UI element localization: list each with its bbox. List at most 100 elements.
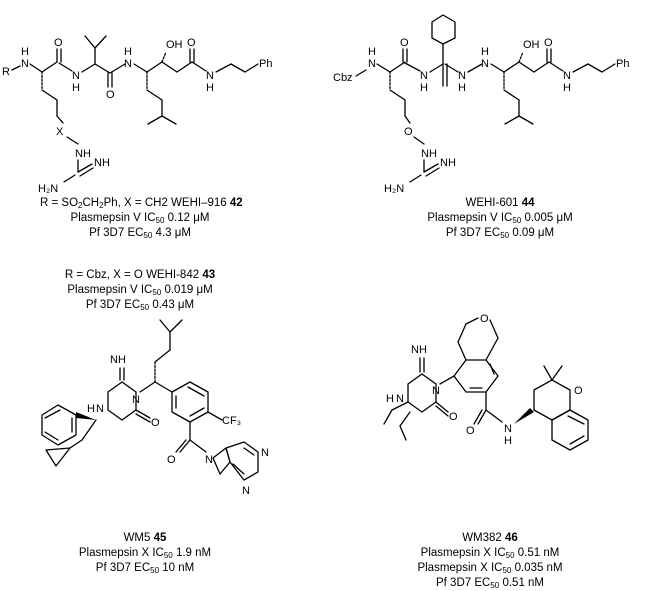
atom-label: N	[504, 423, 512, 435]
atom-label: NH	[411, 344, 427, 356]
atom-label: N	[242, 485, 250, 497]
atom-label-oh: OH	[166, 39, 183, 51]
atom-label: O	[466, 425, 475, 437]
atom-label-cf3: CF₃	[222, 415, 241, 427]
caption-compound-43: R = Cbz, X = O WEHI-842 43 Plasmepsin V …	[40, 268, 240, 313]
phenyl-ring	[41, 404, 77, 446]
caption-compound-name: WM5	[123, 532, 151, 544]
caption-activity: Plasmepsin X IC50 0.51 nM	[420, 547, 560, 560]
atom-label: H	[563, 82, 571, 94]
caption-r-value: SO2CH2Ph	[61, 197, 118, 210]
atom-label: H	[458, 82, 466, 94]
atom-label: H	[206, 82, 214, 94]
atom-label: H	[420, 82, 428, 94]
caption-activity: Pf 3D7 EC50 4.3 μM	[89, 227, 191, 240]
atom-label: NH	[110, 354, 126, 366]
atom-label: N	[21, 58, 29, 70]
caption-compound-42: R = SO2CH2Ph, X = CH2 WEHI–916 42 Plasme…	[40, 196, 243, 241]
caption-compound-id: 44	[521, 197, 535, 209]
atom-label: NH	[75, 148, 91, 160]
iminopyrimidinone-ring	[407, 373, 437, 413]
atom-label: N	[205, 454, 213, 466]
caption-x-value: O	[133, 269, 143, 281]
caption-x-value: CH2	[144, 197, 168, 209]
caption-activity: Plasmepsin V IC50 0.12 μM	[70, 212, 210, 225]
caption-activity: Plasmepsin V IC50 0.005 μM	[427, 212, 573, 225]
atom-label: H	[504, 435, 512, 447]
atom-label-x: X	[56, 126, 64, 138]
atom-label: N	[458, 70, 466, 82]
atom-label: H₂N	[38, 183, 58, 195]
caption-compound-45: WM5 45 Plasmepsin X IC50 1.9 nM Pf 3D7 E…	[55, 531, 235, 576]
atom-label: NH	[440, 157, 456, 169]
caption-compound-name: WEHI-601	[465, 197, 519, 209]
chroman-benzo-ring	[453, 359, 499, 393]
atom-label: H	[386, 393, 394, 405]
caption-activity: Pf 3D7 EC50 0.43 μM	[85, 299, 195, 312]
structure-45: NH H N N O CF₃ O N N N	[41, 319, 269, 497]
iminopyrimidinone-ring	[107, 381, 137, 421]
atom-label-cbz: Cbz	[333, 72, 353, 84]
caption-activity: Pf 3D7 EC50 0.09 μM	[445, 227, 555, 240]
caption-compound-46: WM382 46 Plasmepsin X IC50 0.51 nM Plasm…	[390, 531, 590, 591]
atom-label: O	[449, 411, 458, 423]
caption-line-title-44: WEHI-601 44	[400, 196, 600, 211]
caption-compound-id: 46	[505, 532, 518, 544]
caption-activity: Plasmepsin X IC50 1.9 nM	[78, 547, 212, 560]
atom-label: H	[87, 403, 95, 415]
atom-label: O	[544, 37, 553, 49]
atom-label-oh: OH	[523, 39, 540, 51]
atom-label-ph: Ph	[259, 58, 272, 70]
caption-compound-id: 43	[202, 269, 216, 281]
caption-compound-name: WEHI-842	[146, 269, 200, 281]
chroman-ring-2	[533, 379, 571, 421]
atom-label: O	[187, 37, 196, 49]
atom-label: O	[151, 417, 160, 429]
atom-label: H₂N	[384, 183, 404, 195]
atom-label: H	[72, 82, 80, 94]
atom-label: N	[261, 447, 269, 459]
pyrazine-ring	[225, 441, 259, 481]
cyclohexyl-ring	[431, 14, 456, 45]
caption-activity: Plasmepsin V IC50 0.019 μM	[67, 284, 213, 297]
caption-compound-name: WEHI–916	[171, 197, 227, 209]
atom-label: N	[368, 58, 376, 70]
atom-label: O	[404, 126, 413, 138]
atom-label-r: R	[2, 66, 10, 78]
atom-label: NH	[421, 148, 437, 160]
stereo-wedge	[76, 412, 96, 420]
atom-label: N	[432, 385, 440, 397]
caption-line-title-43: R = Cbz, X = O WEHI-842 43	[64, 269, 216, 281]
atom-label: O	[400, 37, 409, 49]
caption-line-title-45: WM5 45	[55, 531, 235, 546]
caption-compound-id: 45	[153, 532, 167, 544]
atom-label: O	[574, 385, 583, 397]
caption-compound-name: WM382	[462, 532, 502, 544]
atom-label: H	[21, 46, 29, 58]
structure-46: NH H N N O O O N H O	[383, 313, 589, 451]
atom-label: O	[480, 313, 489, 325]
atom-label: NH	[94, 157, 110, 169]
atom-label: N	[96, 403, 104, 415]
atom-label: N	[132, 394, 140, 406]
benzo-ring-46	[551, 409, 589, 451]
caption-compound-44: WEHI-601 44 Plasmepsin V IC50 0.005 μM P…	[400, 196, 600, 241]
caption-activity: Pf 3D7 EC50 10 nM	[95, 562, 195, 575]
atom-label: O	[167, 454, 176, 466]
atom-label-ph: Ph	[616, 58, 629, 70]
cyclopropyl-ring	[45, 447, 71, 467]
atom-label: N	[420, 70, 428, 82]
atom-label: N	[206, 70, 214, 82]
atom-label: N	[396, 393, 404, 405]
caption-line-title-42: R = SO2CH2Ph, X = CH2 WEHI–916 42	[40, 197, 243, 210]
atom-label: H	[368, 46, 376, 58]
atom-label: H	[124, 46, 132, 58]
atom-label: N	[124, 58, 132, 70]
atom-label: N	[72, 70, 80, 82]
atom-label: O	[106, 89, 115, 101]
caption-r-value: Cbz	[86, 269, 107, 281]
caption-compound-id: 42	[229, 197, 243, 209]
atom-label: H	[481, 46, 489, 58]
caption-activity: Plasmepsin X IC50 0.035 nM	[417, 562, 563, 575]
